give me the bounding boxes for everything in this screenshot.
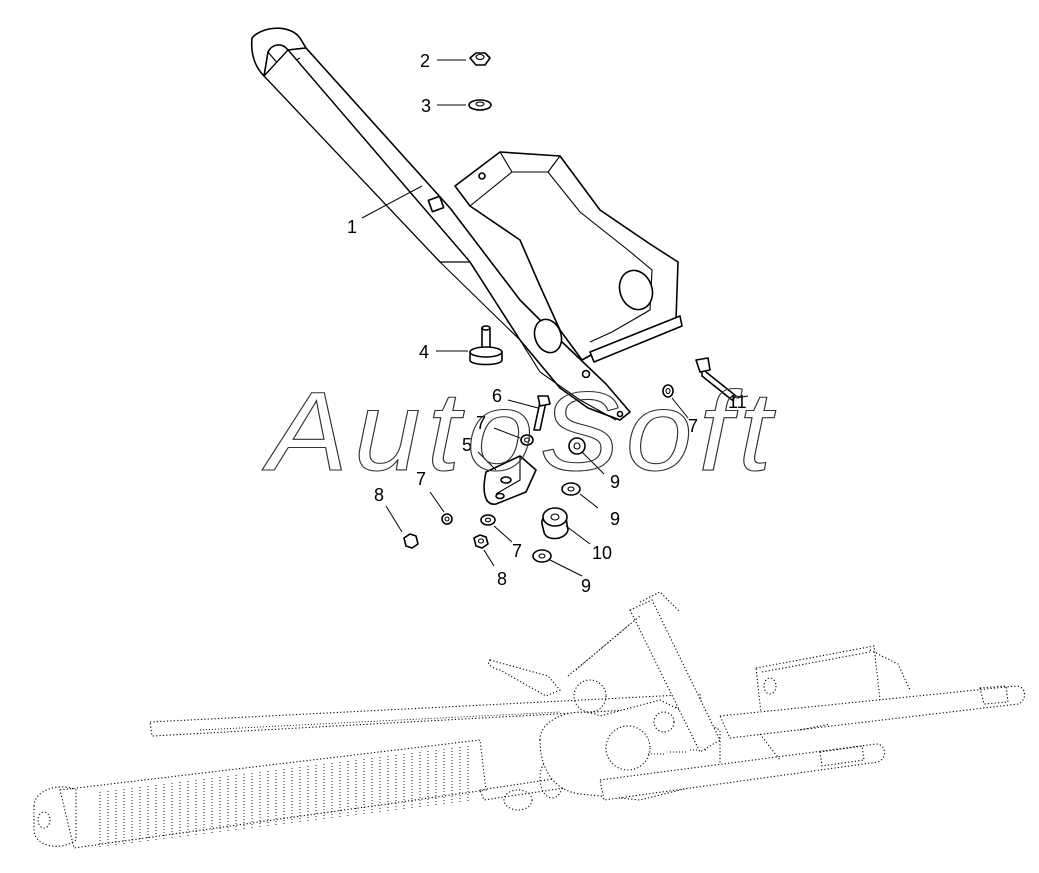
part-8-nut-icon-a bbox=[403, 533, 419, 549]
callout-3: 3 bbox=[421, 96, 431, 116]
part-9-washer-icon-a bbox=[568, 437, 586, 455]
part-3-washer-icon bbox=[468, 99, 492, 111]
part-8-nut-icon-b bbox=[473, 534, 489, 549]
callout-9-a: 9 bbox=[610, 472, 620, 492]
callout-7-c: 7 bbox=[416, 469, 426, 489]
leader-lines bbox=[361, 59, 749, 577]
part-6-bolt-icon bbox=[533, 395, 551, 431]
part-7-washer-icon-c bbox=[441, 513, 453, 525]
part-7-washer-icon-b bbox=[662, 384, 674, 398]
callout-2: 2 bbox=[420, 51, 430, 71]
callouts: 1 2 3 4 5 6 7 7 7 7 8 8 9 9 9 10 11 bbox=[347, 51, 747, 596]
part-7-washer-icon-a bbox=[520, 434, 534, 446]
assembly-context-drawing bbox=[33, 591, 1026, 849]
callout-8-b: 8 bbox=[497, 569, 507, 589]
part-9-washer-icon-c bbox=[532, 549, 552, 563]
callout-5: 5 bbox=[462, 435, 472, 455]
callout-10: 10 bbox=[592, 543, 612, 563]
callout-7-d: 7 bbox=[512, 541, 522, 561]
part-11-bolt-icon bbox=[695, 357, 737, 401]
callout-8-a: 8 bbox=[374, 485, 384, 505]
part-2-nut-icon bbox=[469, 52, 491, 66]
callout-7-a: 7 bbox=[476, 413, 486, 433]
part-9-washer-icon-b bbox=[561, 482, 581, 496]
watermark: AutoSoft bbox=[262, 369, 778, 494]
callout-6: 6 bbox=[492, 386, 502, 406]
part-1-lever-bracket bbox=[250, 27, 683, 421]
part-4-stud-buffer-icon bbox=[469, 325, 503, 366]
part-10-bushing-icon bbox=[541, 507, 569, 540]
callout-9-b: 9 bbox=[610, 509, 620, 529]
part-5-clip-bracket-icon bbox=[483, 455, 537, 505]
callout-7-b: 7 bbox=[688, 416, 698, 436]
callout-1: 1 bbox=[347, 217, 357, 237]
callout-11: 11 bbox=[728, 392, 747, 412]
callout-4: 4 bbox=[419, 342, 429, 362]
part-7-washer-icon-d bbox=[480, 514, 496, 526]
callout-9-c: 9 bbox=[581, 576, 591, 596]
